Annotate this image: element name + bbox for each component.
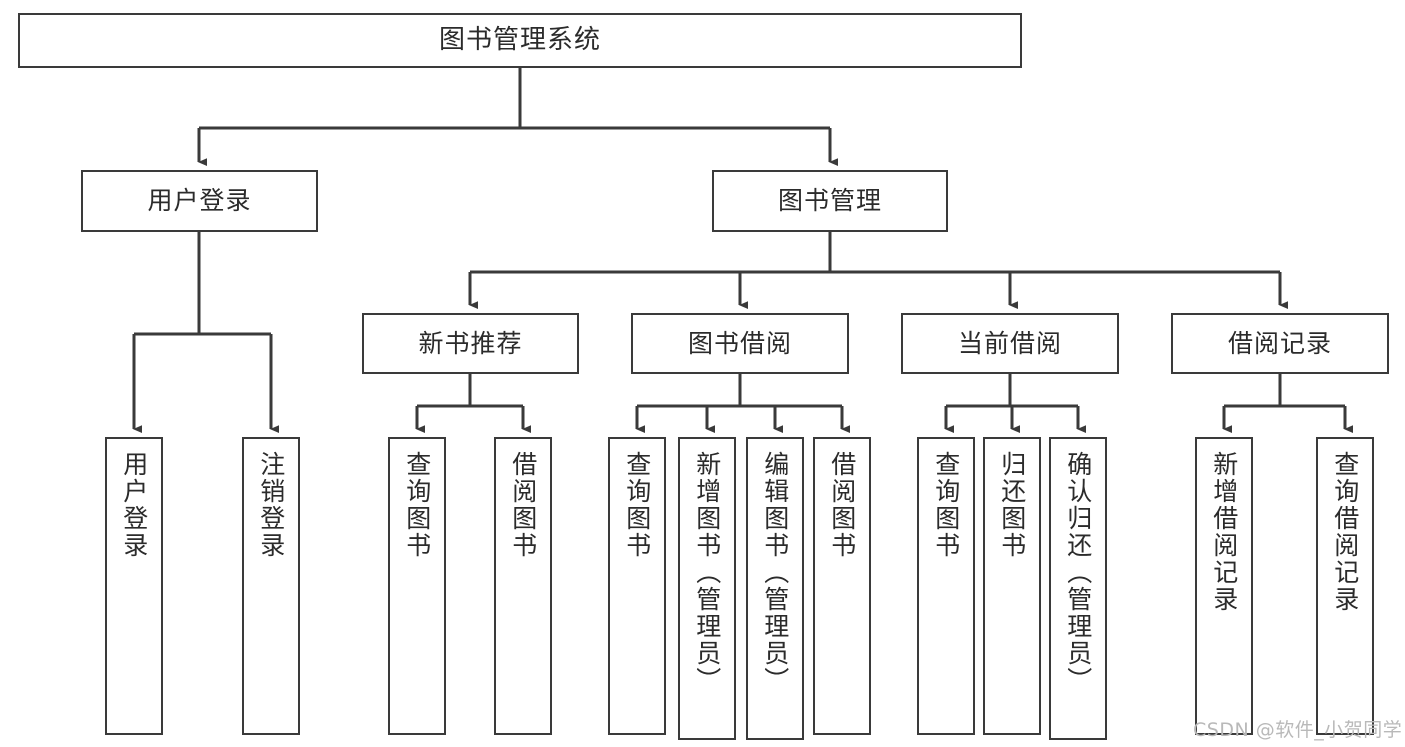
leaf-label: 用户登录 [119, 451, 149, 559]
leaf-new-book-borrow[interactable]: 借阅图书 [494, 437, 552, 735]
leaf-book-borrow-borrow[interactable]: 借阅图书 [813, 437, 871, 735]
leaf-current-borrow-query[interactable]: 查询图书 [917, 437, 975, 735]
leaf-book-borrow-edit[interactable]: 编辑图书（管理员） [746, 437, 804, 740]
leaf-borrow-record-add[interactable]: 新增借阅记录 [1195, 437, 1253, 735]
node-borrow-records[interactable]: 借阅记录 [1171, 313, 1389, 374]
node-root-system[interactable]: 图书管理系统 [18, 13, 1022, 68]
csdn-watermark: CSDN @软件_小贺同学 [1193, 719, 1403, 741]
node-book-management[interactable]: 图书管理 [712, 170, 948, 232]
node-current-borrow[interactable]: 当前借阅 [901, 313, 1119, 374]
leaf-label: 注销登录 [256, 451, 286, 559]
leaf-user-login-logout[interactable]: 注销登录 [242, 437, 300, 735]
leaf-label: 借阅图书 [827, 451, 857, 559]
leaf-label: 借阅图书 [508, 451, 538, 559]
leaf-label: 编辑图书（管理员） [760, 451, 790, 694]
leaf-label: 新增图书（管理员） [692, 451, 722, 694]
leaf-label: 查询图书 [931, 451, 961, 559]
leaf-current-borrow-return[interactable]: 归还图书 [983, 437, 1041, 735]
leaf-label: 归还图书 [997, 451, 1027, 559]
leaf-label: 查询图书 [622, 451, 652, 559]
leaf-label: 新增借阅记录 [1209, 451, 1239, 613]
leaf-label: 查询借阅记录 [1330, 451, 1360, 613]
leaf-user-login-login[interactable]: 用户登录 [105, 437, 163, 735]
node-user-login[interactable]: 用户登录 [81, 170, 318, 232]
leaf-label: 查询图书 [402, 451, 432, 559]
leaf-new-book-query[interactable]: 查询图书 [388, 437, 446, 735]
leaf-borrow-record-query[interactable]: 查询借阅记录 [1316, 437, 1374, 735]
node-book-borrow[interactable]: 图书借阅 [631, 313, 849, 374]
leaf-current-borrow-confirm-return[interactable]: 确认归还（管理员） [1049, 437, 1107, 740]
leaf-label: 确认归还（管理员） [1063, 451, 1093, 694]
node-new-book-recommend[interactable]: 新书推荐 [362, 313, 579, 374]
leaf-book-borrow-query[interactable]: 查询图书 [608, 437, 666, 735]
leaf-book-borrow-add[interactable]: 新增图书（管理员） [678, 437, 736, 740]
